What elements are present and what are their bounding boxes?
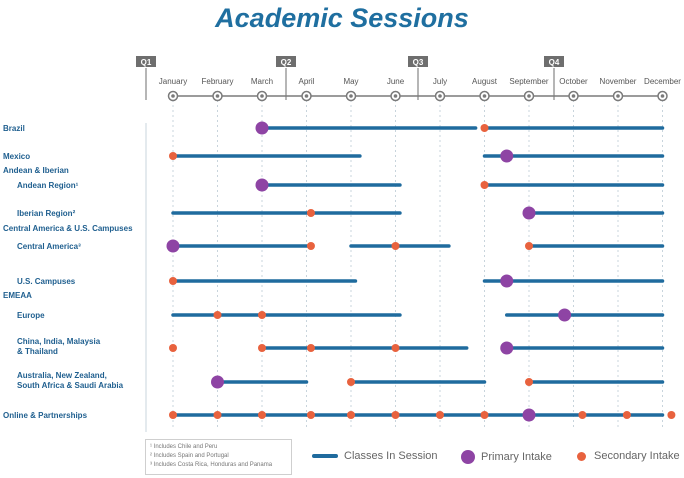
secondary-intake-dot [306, 242, 315, 250]
quarter-badge [408, 56, 428, 67]
row-label: Andean Region¹ [17, 181, 79, 190]
footnote-2: ² Includes Spain and Portugal [150, 453, 229, 459]
secondary-intake-dot [391, 242, 400, 250]
quarter-label: Q1 [141, 58, 152, 67]
month-label: January [159, 77, 187, 86]
secondary-intake-dot [578, 411, 587, 419]
row-label: U.S. Campuses [17, 277, 76, 286]
quarter-badge [544, 56, 564, 67]
secondary-intake-dot [169, 344, 177, 352]
month-label: June [387, 77, 405, 86]
primary-intake-dot [522, 206, 536, 220]
quarter-badge [276, 56, 296, 67]
primary-intake-dot [166, 239, 180, 253]
primary-intake-dot [211, 375, 224, 389]
secondary-intake-dot [480, 411, 489, 419]
month-label: March [251, 77, 273, 86]
row-label: Online & Partnerships [3, 411, 88, 420]
month-marker-dot [438, 94, 442, 98]
secondary-intake-dot [258, 344, 266, 352]
row-label: Central America & U.S. Campuses [3, 224, 133, 233]
month-label: February [201, 77, 233, 86]
row-label: EMEAA [3, 291, 32, 300]
row-label: Central America³ [17, 242, 81, 251]
month-marker-dot [349, 94, 353, 98]
month-marker-dot [527, 94, 531, 98]
row-label: Australia, New Zealand, [17, 371, 107, 380]
row-label: South Africa & Saudi Arabia [17, 381, 124, 390]
secondary-intake-dot [306, 411, 315, 419]
month-label: October [559, 77, 588, 86]
legend-secondary-label: Secondary Intake [594, 450, 680, 462]
secondary-intake-dot [480, 181, 489, 189]
month-marker-dot [482, 94, 487, 98]
row-label: Iberian Region² [17, 209, 76, 218]
legend-line-swatch [312, 454, 338, 458]
month-label: May [343, 77, 358, 86]
quarter-label: Q2 [281, 58, 292, 67]
secondary-intake-dot [391, 411, 400, 419]
secondary-intake-dot [525, 242, 533, 250]
secondary-intake-dot [306, 209, 315, 217]
primary-intake-dot [500, 274, 514, 288]
secondary-intake-dot [347, 411, 355, 419]
month-label: September [509, 77, 548, 86]
month-marker-dot [616, 94, 620, 98]
month-label: August [472, 77, 498, 86]
legend-primary-label: Primary Intake [481, 451, 552, 463]
primary-intake-dot [558, 308, 572, 322]
secondary-intake-dot [480, 124, 489, 132]
month-label: July [433, 77, 447, 86]
month-label: December [644, 77, 681, 86]
secondary-intake-dot [391, 344, 400, 352]
page-title: Academic Sessions [215, 3, 469, 33]
secondary-intake-dot [436, 411, 444, 419]
footnotes-box: ¹ Includes Chile and Peru ² Includes Spa… [145, 439, 292, 475]
secondary-intake-dot [622, 411, 631, 419]
quarter-label: Q3 [413, 58, 424, 67]
month-marker-dot [393, 94, 398, 98]
month-label: April [298, 77, 314, 86]
quarter-label: Q4 [549, 58, 560, 67]
month-marker-dot [304, 94, 309, 98]
legend-primary-swatch [461, 450, 475, 464]
row-label: China, India, Malaysia [17, 337, 101, 346]
secondary-intake-dot [169, 277, 177, 285]
month-marker-dot [660, 94, 665, 98]
secondary-intake-dot [347, 378, 355, 386]
month-marker-dot [171, 94, 175, 98]
month-marker-dot [215, 94, 220, 98]
legend-primary: Primary Intake [461, 450, 552, 464]
month-marker-dot [571, 94, 576, 98]
footnote-3: ³ Includes Costa Rica, Honduras and Pana… [150, 462, 273, 468]
row-label: Mexico [3, 152, 30, 161]
month-label: November [600, 77, 637, 86]
row-label: Europe [17, 311, 45, 320]
legend-secondary: Secondary Intake [577, 450, 680, 462]
legend-line-label: Classes In Session [344, 450, 438, 462]
primary-intake-dot [500, 149, 514, 163]
secondary-intake-dot [213, 311, 222, 319]
secondary-intake-dot [169, 411, 177, 419]
primary-intake-dot [500, 341, 514, 355]
row-label: Andean & Iberian [3, 166, 69, 175]
legend-secondary-swatch [577, 451, 586, 461]
row-label: Brazil [3, 124, 25, 133]
quarter-badge [136, 56, 156, 67]
primary-intake-dot [255, 178, 269, 192]
legend-line: Classes In Session [312, 450, 438, 462]
secondary-intake-dot [306, 344, 315, 352]
secondary-intake-dot [213, 411, 222, 419]
secondary-intake-dot [169, 152, 177, 160]
secondary-intake-dot [258, 411, 266, 419]
month-marker-dot [260, 94, 264, 98]
secondary-intake-dot [525, 378, 533, 386]
footnote-1: ¹ Includes Chile and Peru [150, 444, 218, 450]
primary-intake-dot [255, 121, 269, 135]
secondary-intake-dot [258, 311, 266, 319]
primary-intake-dot [522, 408, 536, 422]
secondary-intake-dot [667, 411, 676, 419]
row-label: & Thailand [17, 347, 58, 356]
